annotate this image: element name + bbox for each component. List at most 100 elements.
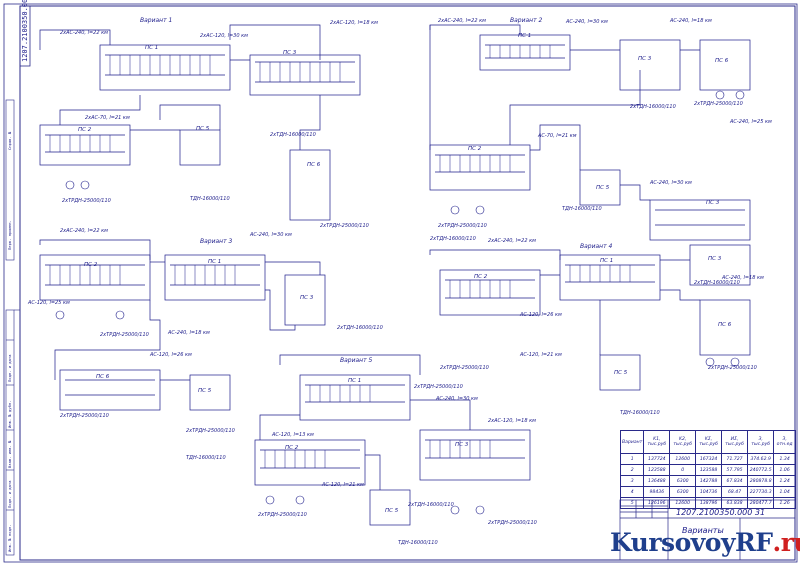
line-annotation: 2хАС-240, l=22 км xyxy=(60,228,108,234)
table-cell: 1.04 xyxy=(773,486,796,498)
line-annotation: АС-70, l=21 км xyxy=(538,133,577,139)
table-row: 4 98436 6300 104736 68.47 227730.3 1.04 xyxy=(619,486,796,498)
margin-label: Подп. и дата xyxy=(7,480,12,508)
line-annotation: 2хТДН-16000/110 xyxy=(337,325,383,331)
variant-5-scheme xyxy=(254,354,531,526)
line-annotation: АС-240, l=30 км xyxy=(436,396,478,402)
table-cell: 136488 xyxy=(643,475,671,487)
stamp-document-code: 1207.2100350.000 31 xyxy=(676,508,766,517)
table-cell: 68.47 xyxy=(721,486,749,498)
line-annotation: АС-120, l=13 км xyxy=(272,432,314,438)
table-cell: 12600 xyxy=(669,453,697,465)
substation-label: ПС 2 xyxy=(285,445,299,451)
line-annotation: 2хТДН-16000/110 xyxy=(630,104,676,110)
line-annotation: 2хАС-120, l=18 км xyxy=(330,20,378,26)
line-annotation: АС-240, l=25 км xyxy=(730,119,772,125)
substation-label: ПС 3 xyxy=(283,50,297,56)
line-annotation: 2хТДН-16000/110 xyxy=(270,132,316,138)
line-annotation: 2хТРДН-25000/110 xyxy=(62,198,111,204)
table-cell: 1.26 xyxy=(773,497,796,509)
line-annotation: 2хТРДН-25000/110 xyxy=(438,223,487,229)
margin-label: Инв. № дубл. xyxy=(7,400,12,428)
variant-title: Вариант 3 xyxy=(200,238,233,245)
margin-label: Справ. № xyxy=(7,131,12,150)
line-annotation: 2хТРДН-25000/110 xyxy=(708,365,757,371)
table-cell: 280878.8 xyxy=(747,475,775,487)
substation-label: ПС 5 xyxy=(196,126,210,132)
line-annotation: АС-240, l=18 км xyxy=(168,330,210,336)
transformer-symbols xyxy=(55,90,745,515)
table-cell: 240772.5 xyxy=(747,464,775,476)
watermark-main: KursovoyRF xyxy=(610,528,773,557)
table-cell: 67.834 xyxy=(721,475,749,487)
table-header: З, тыс.руб xyxy=(747,430,775,454)
table-row: 2 123588 0 123588 57.795 240772.5 1.06 xyxy=(619,464,796,476)
line-annotation: АС-120, l=26 км xyxy=(150,352,192,358)
table-cell: 6300 xyxy=(669,475,697,487)
table-cell: 4 xyxy=(619,486,645,498)
table-cell: 137724 xyxy=(643,453,671,465)
variant-3-scheme xyxy=(39,239,326,411)
line-annotation: АС-240, l=30 км xyxy=(650,180,692,186)
table-cell: 57.795 xyxy=(721,464,749,476)
substation-label: ПС 5 xyxy=(596,185,610,191)
line-annotation: АС-240, l=30 км xyxy=(566,19,608,25)
table-cell: 5 xyxy=(619,497,645,509)
watermark-logo: KursovoyRF.ru xyxy=(610,528,800,557)
substation-label: ПС 2 xyxy=(78,127,92,133)
variant-title: Вариант 4 xyxy=(580,243,613,250)
margin-label: Перв. примен. xyxy=(7,220,12,250)
line-annotation: АС-240, l=18 км xyxy=(722,275,764,281)
doc-code-box xyxy=(19,5,31,67)
variant-title: Вариант 2 xyxy=(510,17,543,24)
results-table: Вариант K1, тыс.руб K2, тыс.руб KΣ, тыс.… xyxy=(619,430,796,509)
line-annotation: АС-240, l=30 км xyxy=(250,232,292,238)
substation-label: ПС 2 xyxy=(474,274,488,280)
table-cell: 123588 xyxy=(643,464,671,476)
stamp-title-line: Варианты xyxy=(682,526,724,535)
substation-label: ПС 3 xyxy=(638,56,652,62)
line-annotation: ТДН-16000/110 xyxy=(186,455,226,461)
variant-1-scheme xyxy=(39,24,361,221)
line-annotation: АС-120, l=21 км xyxy=(520,352,562,358)
line-annotation: АС-120, l=26 км xyxy=(520,312,562,318)
left-margin-grid xyxy=(5,99,20,556)
table-cell: 1.34 xyxy=(773,453,796,465)
doc-code-rotated: 1207.2100350.000 31 xyxy=(21,0,29,62)
substation-label: ПС 1 xyxy=(600,258,614,264)
table-cell: 6300 xyxy=(669,486,697,498)
line-annotation: ТДН-16000/110 xyxy=(562,206,602,212)
line-annotation: 2хТРДН-25000/110 xyxy=(414,384,463,390)
line-annotation: 2хАС-240, l=22 км xyxy=(60,30,108,36)
table-cell: 1 xyxy=(619,453,645,465)
line-annotation: 2хАС-70, l=21 км xyxy=(85,115,130,121)
line-annotation: 2хАС-120, l=18 км xyxy=(488,418,536,424)
substation-label: ПС 1 xyxy=(348,378,362,384)
line-annotation: 2хАС-240, l=22 км xyxy=(438,18,486,24)
substation-label: ПС 6 xyxy=(307,162,321,168)
line-annotation: АС-120, l=25 км xyxy=(28,300,70,306)
line-annotation: 2хТРДН-25000/110 xyxy=(440,365,489,371)
table-cell: 71.727 xyxy=(721,453,749,465)
substation-label: ПС 1 xyxy=(145,45,159,51)
line-annotation: ТДН-16000/110 xyxy=(620,410,660,416)
substation-label: ПС 2 xyxy=(84,262,98,268)
line-annotation: 2хТРДН-25000/110 xyxy=(258,512,307,518)
table-row: 3 136488 6300 142788 67.834 280878.8 1.2… xyxy=(619,475,796,487)
substation-label: ПС 3 xyxy=(706,200,720,206)
table-cell: 2 xyxy=(619,464,645,476)
table-cell: 0 xyxy=(669,464,697,476)
margin-label: Подп. и дата xyxy=(7,354,12,382)
table-cell: 98436 xyxy=(643,486,671,498)
watermark-accent: .ru xyxy=(772,528,800,557)
line-annotation: 2хТДН-16000/110 xyxy=(430,236,476,242)
line-annotation: 2хТРДН-25000/110 xyxy=(488,520,537,526)
feeder-ticks xyxy=(49,45,631,468)
table-header: ИΣ, тыс.руб xyxy=(721,430,749,454)
substation-label: ПС 2 xyxy=(468,146,482,152)
line-annotation: 2хТРДН-25000/110 xyxy=(186,428,235,434)
substation-label: ПС 5 xyxy=(614,370,628,376)
table-header: Вариант xyxy=(619,430,645,454)
substation-label: ПС 6 xyxy=(715,58,729,64)
